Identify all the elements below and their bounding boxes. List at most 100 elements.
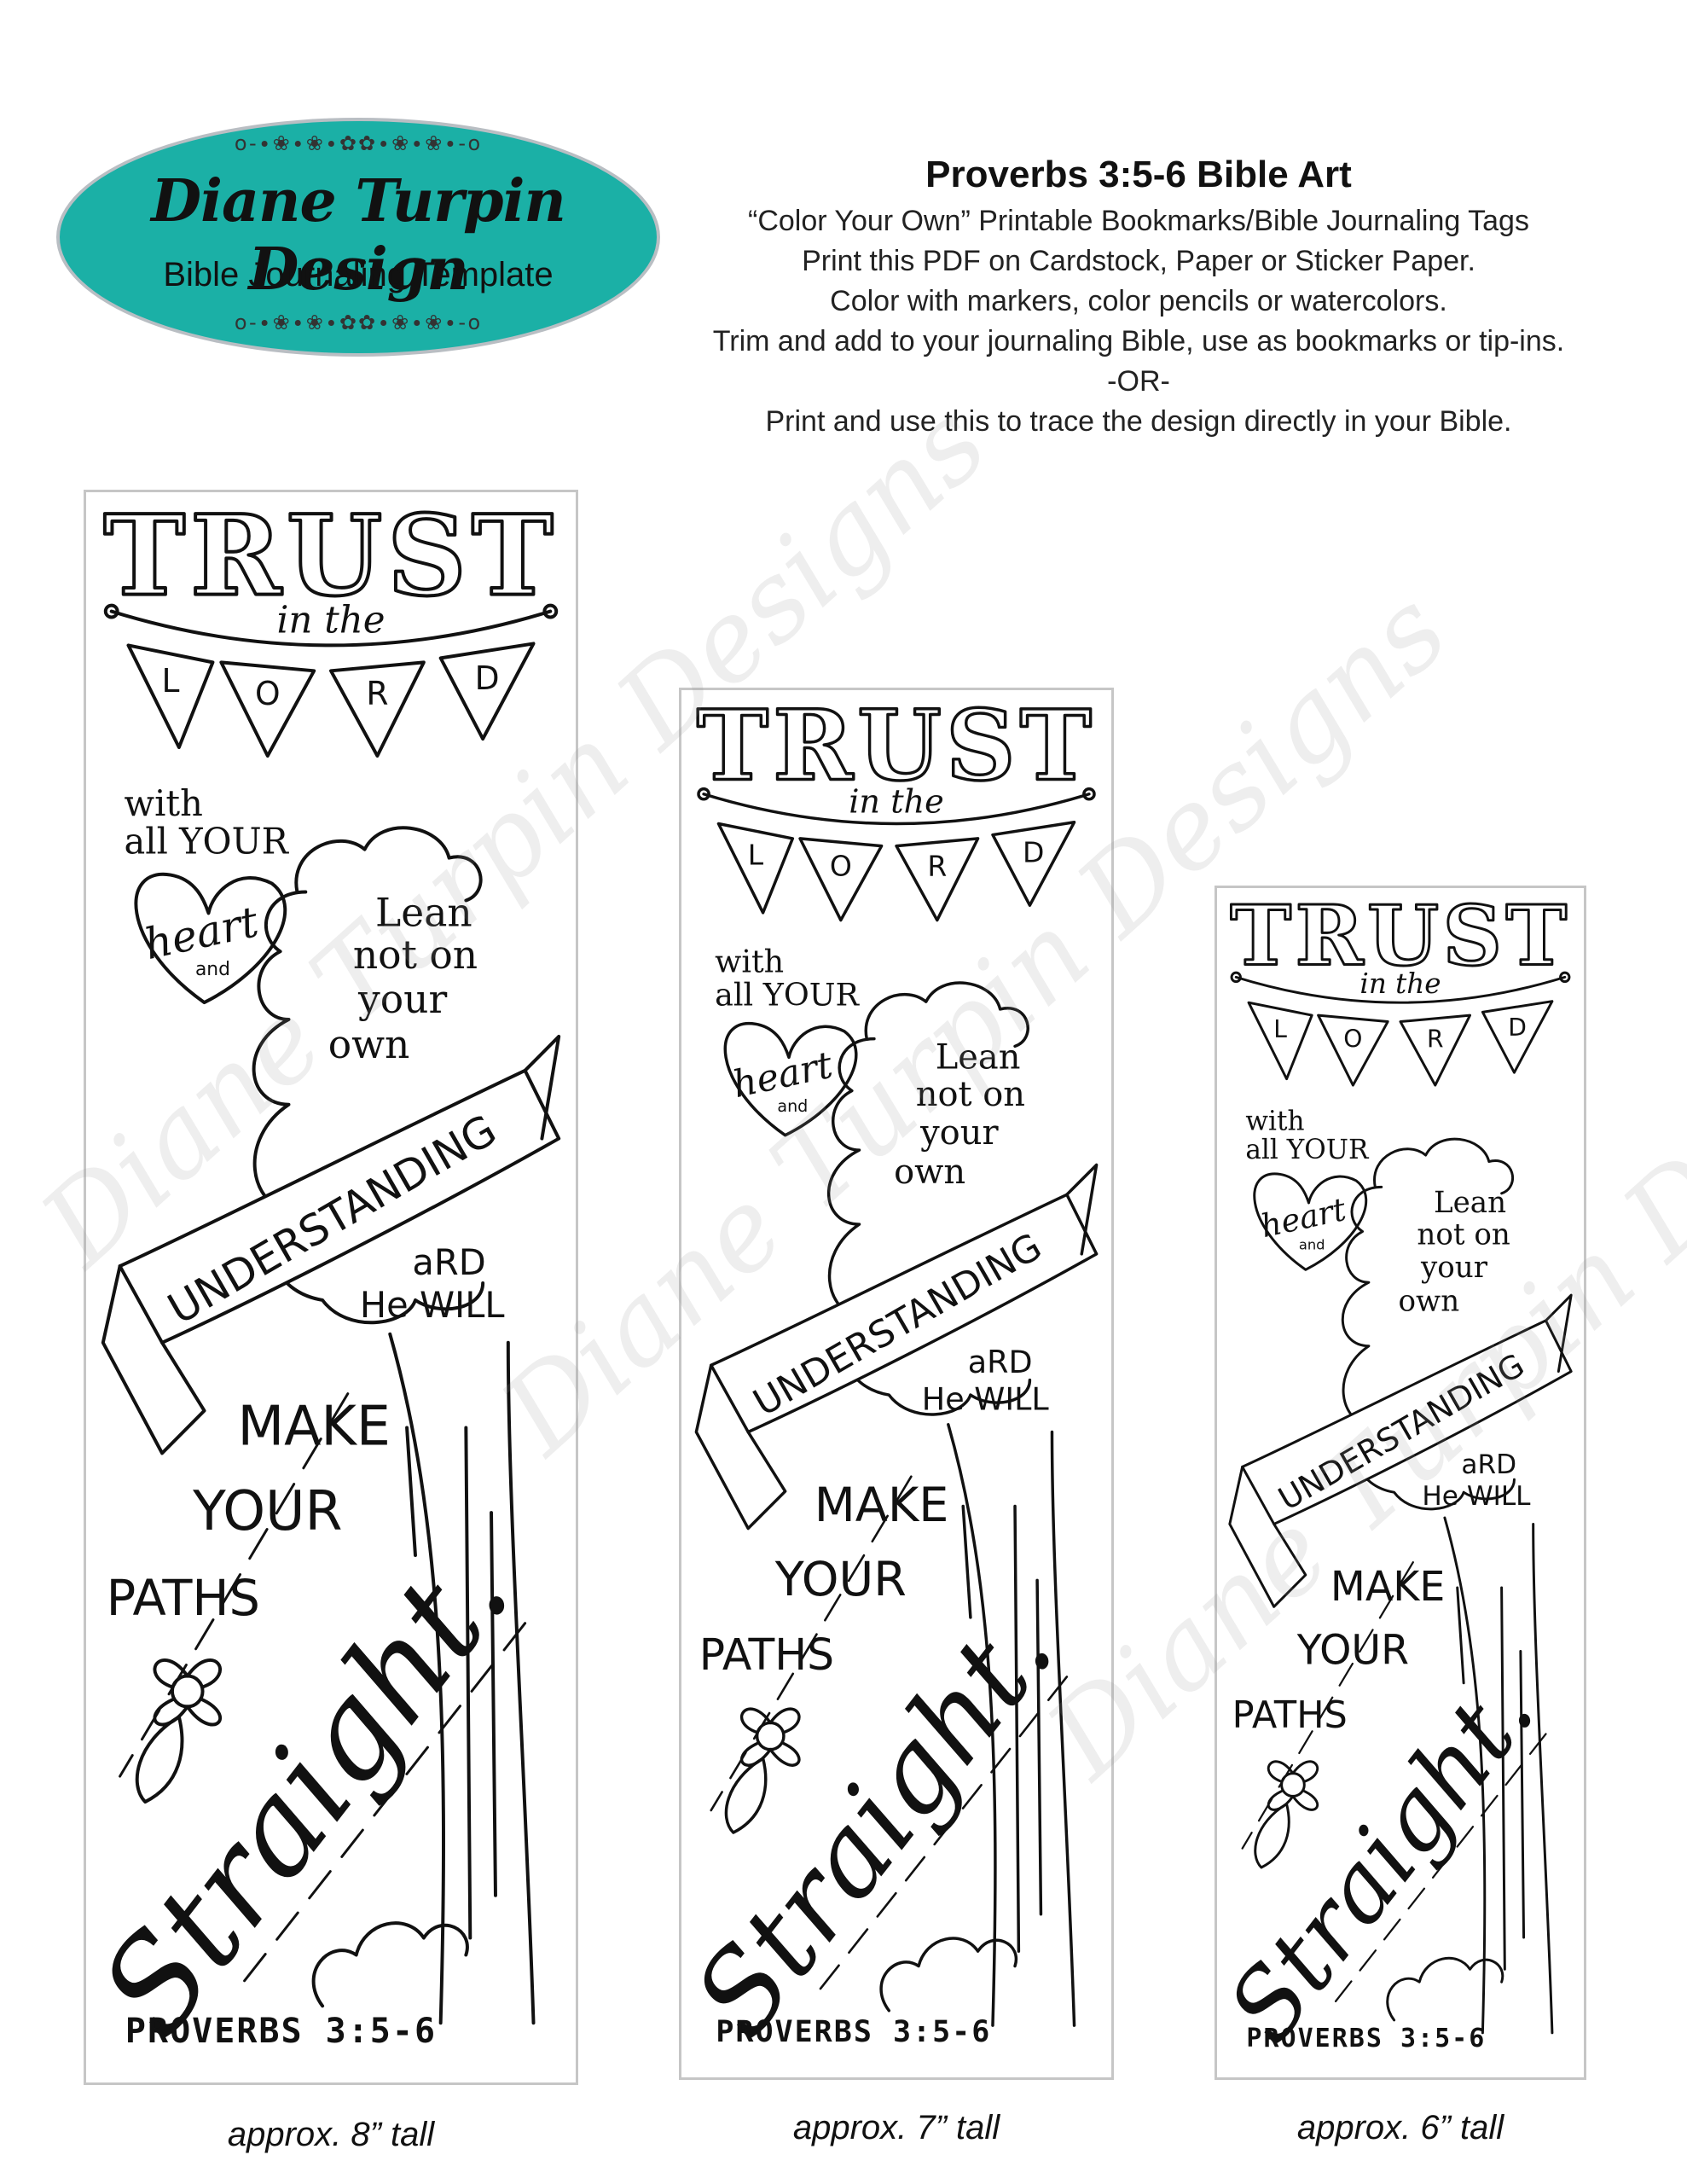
pennant-l — [126, 643, 215, 750]
art-with: with — [125, 782, 203, 824]
pennant-d — [1481, 1000, 1554, 1074]
art-and-caps: aRD — [968, 1344, 1033, 1380]
pennant-o — [219, 660, 316, 758]
art-all-your: all YOUR — [1245, 1135, 1370, 1165]
art-trust: TRUST — [103, 492, 558, 621]
art-all-your: all YOUR — [715, 977, 860, 1014]
brand-logo: o-∙❀∙❀∙✿✿∙❀∙❀∙-o Diane Turpin Design Bib… — [56, 118, 660, 357]
pennant-d — [438, 642, 536, 741]
ribbon — [710, 1193, 1099, 1434]
instruction-line: Print and use this to trace the design d… — [765, 405, 1512, 438]
flower-icon — [1254, 1760, 1319, 1869]
art-own: own — [328, 1022, 410, 1067]
instruction-line: Trim and add to your journaling Bible, u… — [712, 325, 1565, 357]
art-your: YOUR — [192, 1479, 342, 1542]
instruction-line: “Color Your Own” Printable Bookmarks/Bib… — [748, 205, 1529, 237]
ribbon-tail-right — [1065, 1163, 1099, 1256]
size-label-8in: approx. 8” tall — [227, 2116, 435, 2153]
pennant-letter: R — [927, 849, 947, 882]
art-trust: TRUST — [697, 690, 1096, 802]
art-not-on: not on — [916, 1075, 1025, 1114]
art-paths: PATHS — [699, 1629, 834, 1680]
art-all-your: all YOUR — [125, 820, 290, 862]
ribbon — [118, 1068, 561, 1345]
art-in-the: in the — [1359, 967, 1441, 1000]
pennant-letter: D — [1023, 836, 1044, 869]
heart-shape — [134, 872, 287, 1005]
art-trust: TRUST — [1230, 888, 1570, 985]
art-your: YOUR — [774, 1552, 907, 1607]
art-in-the: in the — [849, 783, 944, 821]
bush-shape — [1386, 1956, 1504, 2022]
ribbon-tail-left — [101, 1264, 206, 1455]
art-lean: Lean — [936, 1037, 1021, 1077]
instructions-title: Proverbs 3:5-6 Bible Art — [925, 154, 1352, 195]
instructions: Proverbs 3:5-6 Bible Art “Color Your Own… — [657, 154, 1620, 442]
pennant-l — [1247, 1001, 1313, 1081]
bunting-string — [109, 609, 553, 648]
pennant-r — [329, 660, 426, 758]
art-he-will: He WILL — [922, 1380, 1050, 1417]
art-paths: PATHS — [1232, 1694, 1348, 1737]
ribbon-tail-left — [694, 1363, 787, 1531]
art-make: MAKE — [815, 1478, 949, 1533]
pennant-o — [1317, 1014, 1389, 1087]
art-make: MAKE — [237, 1394, 390, 1457]
tree-trunk — [388, 1332, 536, 2025]
flower-icon — [135, 1658, 222, 1804]
instruction-line: Color with markers, color pencils or wat… — [830, 285, 1447, 317]
ribbon-tail-right — [523, 1034, 561, 1141]
verse-reference: PROVERBS 3:5-6 — [125, 2011, 438, 2051]
art-in-the: in the — [276, 598, 385, 642]
ribbon — [1241, 1319, 1573, 1525]
art-and-small: and — [1299, 1236, 1325, 1252]
art-he-will: He WILL — [360, 1284, 505, 1326]
art-and-small: and — [777, 1096, 808, 1116]
pennant-o — [798, 837, 884, 922]
pennant-letter: L — [161, 662, 179, 700]
logo-title: Diane Turpin Design — [151, 167, 566, 304]
art-own: own — [894, 1153, 965, 1192]
art-own: own — [1399, 1285, 1460, 1319]
tree-trunk — [1443, 1516, 1554, 2035]
heart-shape — [723, 1021, 858, 1137]
bush-shape — [311, 1921, 469, 2008]
art-not-on: not on — [1417, 1217, 1510, 1252]
pennant-r — [895, 837, 980, 922]
bunting-string — [702, 792, 1091, 826]
pennant-r — [1399, 1014, 1472, 1087]
art-lean: Lean — [375, 890, 472, 935]
pennant-letter: O — [830, 849, 852, 882]
art-your-lower: your — [1420, 1251, 1488, 1285]
art-paths: PATHS — [107, 1570, 260, 1627]
tree-canopy — [252, 826, 485, 1325]
pennant-letter: L — [748, 838, 764, 871]
pennant-d — [991, 821, 1076, 907]
art-your-lower: your — [919, 1113, 999, 1153]
size-label-6in: approx. 6” tall — [1296, 2109, 1504, 2146]
verse-reference: PROVERBS 3:5-6 — [716, 2015, 992, 2050]
tree-trunk — [947, 1423, 1076, 2027]
logo-oval — [56, 118, 660, 357]
bush-shape — [879, 1937, 1018, 2013]
pennant-letter: O — [255, 675, 281, 712]
bunting-string — [1234, 975, 1567, 1004]
pennant-letter: L — [1273, 1015, 1287, 1043]
flower-icon — [724, 1707, 801, 1834]
size-label-7in: approx. 7” tall — [792, 2109, 1000, 2146]
art-with: with — [1245, 1106, 1304, 1136]
bookmark-6in: TRUST in the L O R D with all YOUR heart… — [1215, 886, 1586, 2080]
flourish-bottom-icon: o-∙❀∙❀∙✿✿∙❀∙❀∙-o — [234, 311, 483, 334]
art-lean: Lean — [1434, 1186, 1506, 1220]
ribbon-tail-left — [1228, 1465, 1307, 1608]
flourish-top-icon: o-∙❀∙❀∙✿✿∙❀∙❀∙-o — [234, 131, 483, 155]
heart-shape — [1253, 1172, 1368, 1271]
bookmark-8in: TRUST in the L O R D with all YOUR heart… — [84, 490, 578, 2085]
tree-canopy — [826, 981, 1032, 1416]
art-and-small: and — [195, 959, 230, 980]
instruction-line: -OR- — [1107, 365, 1170, 398]
art-and-caps: aRD — [1461, 1449, 1516, 1480]
art-not-on: not on — [353, 932, 478, 978]
art-he-will: He WILL — [1422, 1481, 1531, 1512]
logo-subtitle: Bible Journaling Template — [163, 256, 554, 293]
